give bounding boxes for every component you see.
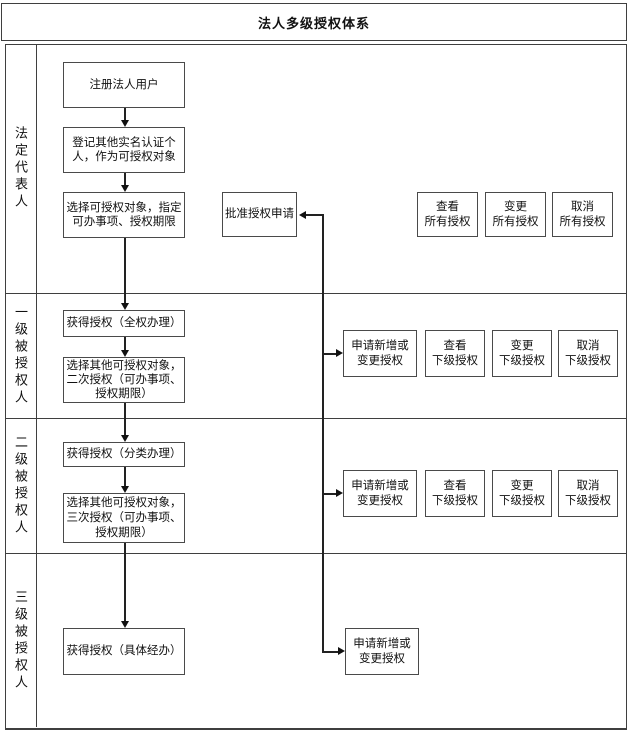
diagram-title: 法人多级授权体系 [257,15,370,31]
label-column-divider [36,44,37,727]
connector-line [322,651,339,653]
lane-divider-3 [5,553,626,554]
connector-line [124,543,126,622]
lane-label-text: 二级被授权人 [13,434,28,537]
lane-divider-2 [5,418,626,419]
node-cancel-all-auth: 取消 所有授权 [552,192,613,237]
lane-label-text: 法定代表人 [13,126,28,211]
arrow-right-icon [338,647,345,655]
lane-label-level3: 三级被授权人 [6,553,35,728]
node-obtain-specific-auth: 获得授权（具体经办） [63,628,185,675]
arrow-down-icon [121,486,129,493]
lane-label-level2: 二级被授权人 [6,418,35,553]
connector-line [124,108,126,121]
node-apply-change-auth-l2: 申请新增或 变更授权 [343,470,417,517]
node-apply-change-auth-l1: 申请新增或 变更授权 [343,330,417,377]
node-secondary-auth: 选择其他可授权对象， 二次授权（可办事项、 授权期限） [63,357,185,403]
node-view-sub-auth-l2: 查看 下级授权 [425,470,485,517]
node-apply-change-auth-l3: 申请新增或 变更授权 [345,628,419,675]
node-cancel-sub-auth-l1: 取消 下级授权 [558,330,618,377]
node-register-user: 注册法人用户 [63,62,185,108]
node-select-authorizees: 选择可授权对象，指定 可办事项、授权期限 [63,192,185,238]
node-obtain-class-auth: 获得授权（分类办理） [63,442,185,467]
arrow-down-icon [121,303,129,310]
node-enroll-persons: 登记其他实名认证个 人，作为可授权对象 [63,127,185,173]
node-approve-request: 批准授权申请 [222,192,297,237]
connector-line [124,238,126,304]
connector-line [323,493,337,495]
node-view-sub-auth-l1: 查看 下级授权 [425,330,485,377]
connector-line [124,467,126,487]
arrow-left-icon [299,211,306,219]
node-change-all-auth: 变更 所有授权 [485,192,546,237]
connector-line [124,403,126,436]
arrow-down-icon [121,185,129,192]
node-cancel-sub-auth-l2: 取消 下级授权 [558,470,618,517]
node-change-sub-auth-l2: 变更 下级授权 [492,470,552,517]
node-obtain-full-auth: 获得授权（全权办理） [63,310,185,337]
diagram-title-bar: 法人多级授权体系 [1,3,627,41]
connector-line [124,173,126,186]
arrow-down-icon [121,350,129,357]
lane-label-text: 三级被授权人 [13,589,28,692]
lane-label-text: 一级被授权人 [13,304,28,407]
arrow-down-icon [121,621,129,628]
connector-line [306,214,323,216]
connector-line [124,337,126,351]
arrow-down-icon [121,435,129,442]
lane-label-legal-representative: 法定代表人 [6,44,35,293]
arrow-right-icon [336,489,343,497]
node-tertiary-auth: 选择其他可授权对象， 三次授权（可办事项、 授权期限） [63,493,185,543]
arrow-down-icon [121,120,129,127]
connector-line [323,353,337,355]
trunk-connector-line [322,214,324,652]
node-view-all-auth: 查看 所有授权 [417,192,478,237]
lane-divider-1 [5,293,626,294]
lane-label-level1: 一级被授权人 [6,293,35,418]
arrow-right-icon [336,349,343,357]
node-change-sub-auth-l1: 变更 下级授权 [492,330,552,377]
